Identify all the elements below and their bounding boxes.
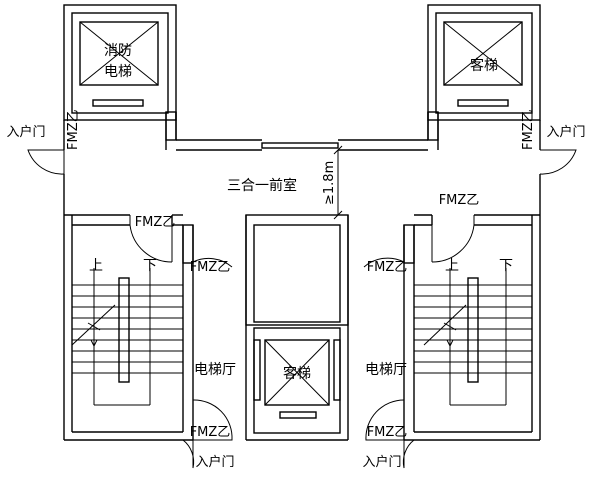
doors xyxy=(27,149,577,469)
fire-elevator-label-1: 消防 xyxy=(104,43,132,59)
left-staircase xyxy=(71,268,183,406)
fire-door-upper-right-label: FMZ乙 xyxy=(521,109,536,150)
passenger-elevator-label-center: 客梯 xyxy=(283,365,311,382)
entry-door-bottom-right-label: 入户门 xyxy=(362,454,401,470)
passenger-elevator-label-top: 客梯 xyxy=(470,57,498,74)
fire-door-left-hall-upper-label: FMZ乙 xyxy=(190,260,231,275)
elevator-hall-right-label: 电梯厅 xyxy=(365,362,407,378)
elevator-hall-left-label: 电梯厅 xyxy=(194,362,236,378)
fire-door-upper-left-label: FMZ乙 xyxy=(66,109,81,150)
fire-elevator-shaft xyxy=(63,4,177,121)
left-stair-up-label: 上 xyxy=(89,258,103,274)
fire-door-right-stair-label: FMZ乙 xyxy=(439,193,480,208)
dimension-line xyxy=(333,145,343,220)
entry-door-bottom-left-label: 入户门 xyxy=(195,454,234,470)
passenger-elevator-shaft-top xyxy=(427,4,541,121)
fire-door-right-hall-upper-label: FMZ乙 xyxy=(367,260,408,275)
three-in-one-lobby-label: 三合一前室 xyxy=(227,177,297,194)
right-stair-up-label: 上 xyxy=(445,258,459,274)
outer-walls xyxy=(63,111,541,441)
fire-door-right-hall-lower-label: FMZ乙 xyxy=(367,425,408,440)
right-stair-down-label: 下 xyxy=(499,258,513,274)
right-staircase xyxy=(414,268,532,406)
fire-door-left-stair-label: FMZ乙 xyxy=(135,215,176,230)
entry-door-left-label: 入户门 xyxy=(6,124,45,140)
left-stair-down-label: 下 xyxy=(143,258,157,274)
fire-door-left-hall-lower-label: FMZ乙 xyxy=(190,425,231,440)
dimension-label: ≥1.8m xyxy=(322,161,337,205)
entry-door-right-label: 入户门 xyxy=(546,124,585,140)
fire-elevator-label-2: 电梯 xyxy=(104,64,132,80)
right-stair-room xyxy=(403,214,540,440)
central-core xyxy=(245,214,349,441)
